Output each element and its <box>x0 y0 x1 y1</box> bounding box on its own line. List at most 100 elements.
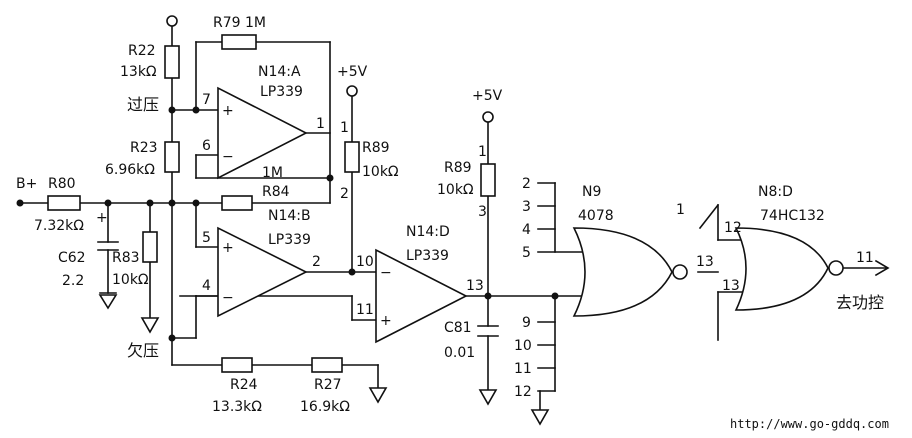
label-output: 去功控 <box>836 293 884 312</box>
pin-r89a-1: 1 <box>340 120 349 136</box>
ground-r27 <box>368 387 388 404</box>
pin-r89b-3: 3 <box>478 204 487 220</box>
label-n9: N9 <box>582 184 601 200</box>
pin-n9-2: 2 <box>522 176 531 192</box>
pin-n9-1: 1 <box>676 202 685 218</box>
ground-n9 <box>530 409 550 426</box>
label-url: http://www.go-gddq.com <box>730 417 889 431</box>
pin-n8-11: 11 <box>856 250 874 266</box>
label-r27: R27 <box>314 377 342 393</box>
label-r24-value: 13.3kΩ <box>212 399 262 415</box>
label-n14d-part: LP339 <box>406 248 449 264</box>
label-r22-value: 13kΩ <box>120 64 157 80</box>
pin-numbers: 7 6 1 5 4 2 10 11 13 1 2 1 3 2 3 4 5 9 1… <box>202 92 874 400</box>
label-n8d-part: 74HC132 <box>760 208 825 224</box>
pin-d10: 10 <box>356 254 374 270</box>
label-r27-value: 16.9kΩ <box>300 399 350 415</box>
component-labels: R79 1M R22 13kΩ N14:A LP339 +5V 过压 R23 6… <box>16 15 889 431</box>
resistor-r83 <box>142 231 158 263</box>
label-r89b: R89 <box>444 160 472 176</box>
c62-polarity-mark: + <box>96 210 108 226</box>
pin-d13: 13 <box>466 278 484 294</box>
pin-n9-4: 4 <box>522 222 531 238</box>
label-r89a-value: 10kΩ <box>362 164 399 180</box>
label-n14b-part: LP339 <box>268 232 311 248</box>
gate-n8d-nand <box>734 227 844 311</box>
label-r24: R24 <box>230 377 258 393</box>
pin-n9-12: 12 <box>514 384 532 400</box>
label-r79: R79 1M <box>213 15 266 31</box>
label-5v-a: +5V <box>337 64 368 80</box>
label-c62: C62 <box>58 250 86 266</box>
resistor-r23 <box>164 141 180 173</box>
svg-text:−: − <box>222 149 234 165</box>
label-n14b: N14:B <box>268 208 311 224</box>
label-overvolt: 过压 <box>127 95 159 114</box>
label-n14d: N14:D <box>406 224 450 240</box>
resistor-r89a <box>344 141 360 173</box>
resistor-r80 <box>47 195 81 211</box>
resistor-r22 <box>164 45 180 79</box>
label-c62-value: 2.2 <box>62 273 84 289</box>
pin-b5: 5 <box>202 230 211 246</box>
resistor-r89b <box>480 163 496 197</box>
pin-d11: 11 <box>356 302 374 318</box>
label-c81-value: 0.01 <box>444 345 475 361</box>
pin-n9-5: 5 <box>522 245 531 261</box>
comparator-n14a <box>217 86 308 180</box>
pin-b2: 2 <box>312 254 321 270</box>
pin-n9-3: 3 <box>522 199 531 215</box>
gate-n9-nor <box>572 227 688 317</box>
comparator-polarity-marks: + − + − − + <box>222 103 392 329</box>
pin-n9-9: 9 <box>522 315 531 331</box>
ground-c81 <box>478 389 498 406</box>
junction-dots <box>16 106 559 342</box>
capacitor-c81 <box>477 325 499 337</box>
label-n8d: N8:D <box>758 184 793 200</box>
comparator-n14d <box>375 248 468 344</box>
label-r89a: R89 <box>362 140 390 156</box>
pin-r89b-1: 1 <box>478 144 487 160</box>
label-r84-value: 1M <box>262 165 283 181</box>
pin-b4: 4 <box>202 278 211 294</box>
pin-n8-13b: 13 <box>722 278 740 294</box>
label-bplus: B+ <box>16 176 37 192</box>
resistor-r27 <box>311 357 343 373</box>
supply-terminal-5v-b <box>482 111 494 123</box>
capacitor-c62 <box>97 241 119 251</box>
label-c81: C81 <box>444 320 472 336</box>
label-5v-b: +5V <box>472 88 503 104</box>
pin-a1: 1 <box>316 116 325 132</box>
label-n14a-part: LP339 <box>260 84 303 100</box>
resistor-r79 <box>221 34 257 50</box>
label-undervolt: 欠压 <box>127 341 159 360</box>
supply-terminal-top <box>166 15 178 27</box>
label-r23: R23 <box>130 140 158 156</box>
label-r83-value: 10kΩ <box>112 272 149 288</box>
pin-n8-12: 12 <box>724 220 742 236</box>
label-n14a: N14:A <box>258 64 301 80</box>
svg-text:−: − <box>380 265 392 281</box>
pin-n8-13: 13 <box>696 254 714 270</box>
resistor-r84 <box>221 195 253 211</box>
supply-terminal-5v-a <box>346 85 358 97</box>
comparator-n14b <box>217 226 308 318</box>
svg-text:+: + <box>222 240 234 256</box>
label-r23-value: 6.96kΩ <box>105 162 155 178</box>
pin-r89a-2: 2 <box>340 186 349 202</box>
svg-text:+: + <box>380 313 392 329</box>
label-r84: R84 <box>262 184 290 200</box>
label-r22: R22 <box>128 43 156 59</box>
ground-r83 <box>140 317 160 334</box>
pin-a6: 6 <box>202 138 211 154</box>
svg-text:−: − <box>222 290 234 306</box>
ground-c62 <box>98 294 118 310</box>
pin-n9-10: 10 <box>514 338 532 354</box>
pin-n9-11: 11 <box>514 361 532 377</box>
label-n9-part: 4078 <box>578 208 614 224</box>
resistor-r24 <box>221 357 253 373</box>
label-r80-value: 7.32kΩ <box>34 218 84 234</box>
pin-a7: 7 <box>202 92 211 108</box>
label-r80: R80 <box>48 176 76 192</box>
